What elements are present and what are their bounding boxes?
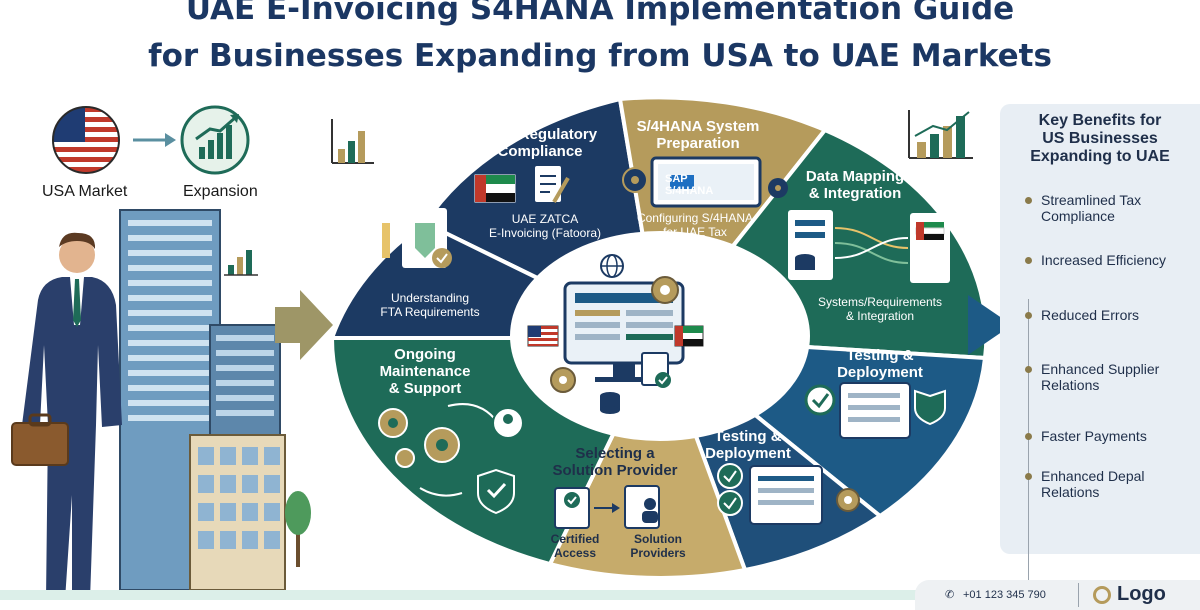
usa-flag-icon xyxy=(52,106,120,174)
mini-uae-flag-icon xyxy=(674,325,704,347)
bullet-dot xyxy=(1025,366,1032,373)
benefit-item: Streamlined Tax Compliance xyxy=(1041,192,1142,224)
footer-band xyxy=(0,590,1200,600)
benefits-arrow xyxy=(968,295,1012,355)
segment-fta-title: Understanding FTA Requirements xyxy=(380,291,480,319)
expansion-label: Expansion xyxy=(183,183,258,200)
segment-testing-2-title: Testing & Deployment xyxy=(705,428,791,462)
logo-text: Logo xyxy=(1117,583,1166,605)
page-title-line-2: for Businesses Expanding from USA to UAE… xyxy=(148,38,1052,74)
expansion-arrow xyxy=(275,290,333,360)
segment-testing-1-title: Testing & Deployment xyxy=(837,347,923,381)
office-buildings xyxy=(119,209,311,591)
document-pen-icon xyxy=(535,166,570,204)
bar-chart-icon xyxy=(224,250,258,276)
deployment-screen-icon xyxy=(717,463,860,525)
benefit-item: Enhanced Supplier Relations xyxy=(1041,361,1160,393)
key-benefits-title: Key Benefits for US Businesses Expanding… xyxy=(1030,112,1170,165)
logo-icon xyxy=(1093,586,1111,604)
benefit-item: Reduced Errors xyxy=(1041,307,1140,323)
benefit-item: Enhanced Depal Relations xyxy=(1041,468,1145,500)
contact-strip: ✆ +01 123 345 790 Logo xyxy=(915,580,1200,610)
left-illustration xyxy=(11,105,333,600)
segment-mapping-caption: Systems/Requirements & Integration xyxy=(817,295,943,323)
segment-s4hana-title: S/4HANA System Preparation xyxy=(636,118,760,152)
benefit-item: Faster Payments xyxy=(1041,428,1147,444)
segment-mapping-title: Data Mapping & Integration xyxy=(805,168,905,202)
segment-regulatory-title: UAE Regulatory Compliance xyxy=(482,126,598,160)
footer-divider xyxy=(1078,583,1079,607)
mini-us-flag-icon xyxy=(527,325,559,347)
segment-provider-title: Selecting a Solution Provider xyxy=(552,445,678,479)
bullet-dot xyxy=(1025,312,1032,319)
usa-market-label: USA Market xyxy=(42,183,128,200)
segment-provider-caption-left: Certified Access xyxy=(550,532,600,560)
data-mapping-icon xyxy=(788,210,950,283)
database-icon xyxy=(600,392,620,414)
phone-number[interactable]: +01 123 345 790 xyxy=(963,589,1046,601)
left-bar-chart-icon xyxy=(331,119,374,164)
segment-s4hana-caption: Configuring S/4HANA for UAE Tax xyxy=(636,211,754,239)
segment-provider[interactable] xyxy=(547,332,748,578)
requirements-document-icon xyxy=(382,208,452,268)
segment-regulatory-caption: UAE ZATCA E-Invoicing (Fatoora) xyxy=(488,212,602,240)
segment-maintenance-title: Ongoing Maintenance & Support xyxy=(379,346,471,397)
maintenance-gears-icon xyxy=(378,403,524,515)
page-title-line-1: UAE E-Invoicing S4HANA Implementation Gu… xyxy=(185,0,1015,27)
bullet-dot xyxy=(1025,473,1032,480)
bullet-dot xyxy=(1025,433,1032,440)
solution-provider-icon xyxy=(624,485,660,529)
uae-flag-icon xyxy=(474,174,516,203)
gear-icon xyxy=(550,276,679,393)
certificate-icon xyxy=(554,487,620,529)
phone-icon: ✆ xyxy=(945,589,955,601)
segment-provider-caption-right: Solution Providers xyxy=(630,532,686,560)
sap-badge: SAP S/4HANA xyxy=(665,173,714,197)
globe-icon xyxy=(600,254,624,278)
center-computer-icon xyxy=(563,281,685,382)
bullet-dot xyxy=(1025,257,1032,264)
key-benefits-panel: Key Benefits for US Businesses Expanding… xyxy=(1000,104,1200,599)
growth-chart-icon xyxy=(180,105,250,175)
sap-s4hana-screen-icon xyxy=(622,156,788,208)
businessman-figure xyxy=(11,232,122,600)
implementation-cycle xyxy=(330,98,989,578)
arrow-right-icon xyxy=(133,133,176,147)
benefit-item: Increased Efficiency xyxy=(1041,252,1167,268)
growth-bar-chart-icon xyxy=(908,110,973,159)
document-check-icon xyxy=(641,352,671,388)
testing-screen-icon xyxy=(804,382,946,439)
bullet-dot xyxy=(1025,197,1032,204)
